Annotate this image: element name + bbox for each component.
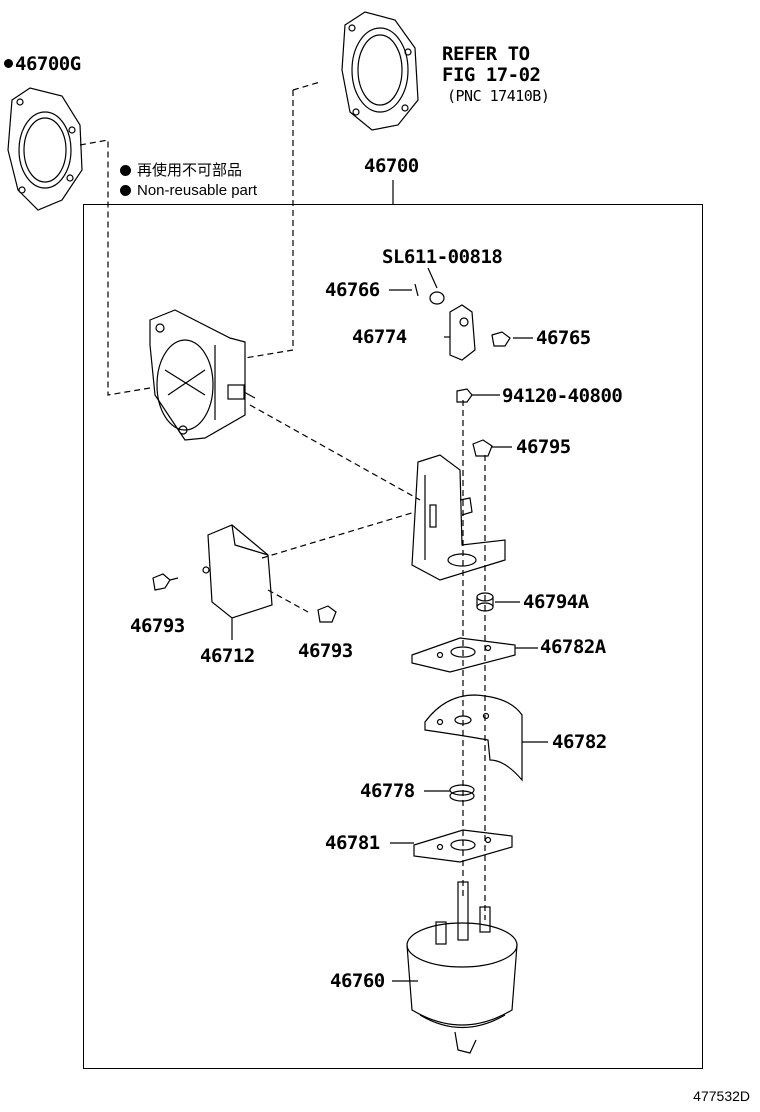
- rod-end-46774-drawing: [444, 304, 476, 361]
- refer-line-3: (PNC 17410B): [447, 87, 550, 105]
- gasket-46781-drawing: [413, 829, 513, 863]
- part-46760-label: 46760: [330, 970, 385, 992]
- legend-japanese: 再使用不可部品: [120, 163, 242, 178]
- legend-english: Non-reusable part: [120, 183, 257, 198]
- gasket-46700g-drawing: [7, 87, 83, 211]
- part-46712-label: 46712: [200, 645, 255, 667]
- nut-46795-drawing: [472, 439, 493, 457]
- part-46793-left-label: 46793: [130, 615, 185, 637]
- actuator-46760-drawing: [406, 881, 518, 1054]
- part-46765-label: 46765: [536, 327, 591, 349]
- nut-94120-drawing: [456, 388, 473, 403]
- dashed-guide-lines: [79, 81, 486, 920]
- part-sl611-label: SL611-00818: [382, 246, 503, 268]
- actuator-bracket-drawing: [411, 454, 506, 581]
- part-46781-label: 46781: [325, 832, 380, 854]
- cotter-46766-drawing: [414, 283, 419, 297]
- part-46766-label: 46766: [325, 279, 380, 301]
- part-46782-label: 46782: [552, 731, 607, 753]
- part-46782a-label: 46782A: [540, 636, 606, 658]
- refer-line-2: FIG 17-02: [442, 64, 541, 86]
- part-46778-label: 46778: [360, 780, 415, 802]
- leader-lines: [389, 180, 548, 982]
- part-94120-label: 94120-40800: [502, 385, 623, 407]
- bracket-46712-drawing: [202, 524, 273, 640]
- shield-46782-drawing: [424, 694, 523, 782]
- spacer-46794a-drawing: [476, 592, 494, 612]
- figure-id: 477532D: [693, 1088, 750, 1104]
- part-46774-label: 46774: [352, 326, 407, 348]
- bolts-46793-drawing: [152, 573, 337, 623]
- pin-46765-drawing: [491, 331, 511, 347]
- gasket-46700g-label: 46700G: [4, 55, 81, 74]
- plate-46782a-drawing: [411, 637, 516, 673]
- bullet-icon: [120, 165, 131, 176]
- assembly-46700-label: 46700: [364, 155, 419, 177]
- valve-body-drawing: [149, 309, 256, 441]
- part-46793-right-label: 46793: [298, 640, 353, 662]
- washer-sl611-drawing: [429, 291, 445, 305]
- bullet-icon: [120, 185, 131, 196]
- part-46794a-label: 46794A: [523, 591, 589, 613]
- part-46795-label: 46795: [516, 436, 571, 458]
- refer-line-1: REFER TO: [442, 43, 530, 65]
- grommet-46778-drawing: [449, 784, 475, 802]
- gasket-top-drawing: [341, 11, 419, 131]
- non-reusable-marker-icon: [4, 59, 13, 68]
